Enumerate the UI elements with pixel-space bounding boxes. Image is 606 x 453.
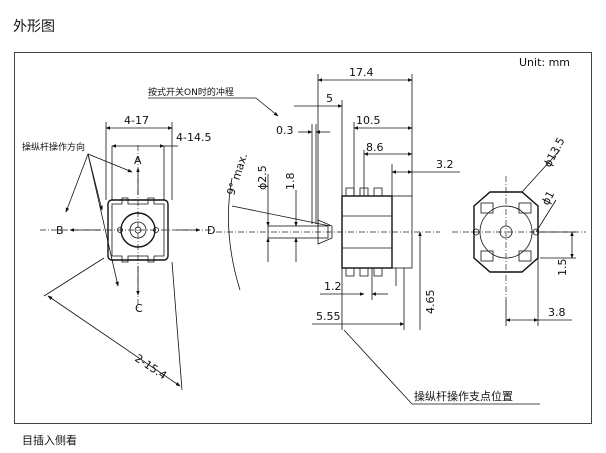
dim-phi-1: ϕ1 [539,189,557,208]
terminal-block [391,195,413,269]
footnote: 目插入侧看 [22,434,77,447]
lever-tip [317,219,333,245]
dim-17-4: 17.4 [349,66,374,79]
dim-5-55: 5.55 [316,310,341,323]
front-pin-right [153,227,159,233]
operating-direction-label: 操纵杆操作方向 [22,141,85,153]
dim-10-5: 10.5 [356,114,381,127]
rear-tab-4 [518,250,532,262]
on-stroke-leader [255,97,279,117]
dim-line-2-15-4 [47,295,181,387]
on-stroke-label: 按式开关ON时的冲程 [148,86,234,98]
rear-hole-right [532,228,540,236]
front-housing [111,197,165,263]
dim-phi-2-5: ϕ2.5 [256,165,269,190]
unit-label: Unit: mm [519,56,570,69]
front-knob [129,221,147,239]
dim-1-2: 1.2 [324,280,342,293]
op-leader-1 [65,153,89,213]
rear-tab-2 [518,202,532,214]
fulcrum-leader [343,329,413,405]
side-bottom-tabs [345,268,383,277]
dim-4-17: 4-17 [124,114,149,127]
direction-b: B [56,224,64,237]
drawing-frame [14,52,592,424]
rear-tab-1 [480,202,494,214]
ext-2-15-4-a [43,257,105,297]
front-body [107,199,169,261]
dim-phi-13-5: ϕ13.5 [541,135,567,169]
dim-5: 5 [326,92,333,105]
direction-c: C [135,302,143,315]
dim-4-65: 4.65 [424,290,437,315]
dim-2-15-4: 2-15.4 [132,352,169,383]
rear-hole-left [472,228,480,236]
dim-9-max: 9° max. [224,152,250,197]
op-leader-4 [87,153,119,287]
rear-ring [479,205,533,259]
dim-4-14-5: 4-14.5 [176,131,211,144]
rear-center [499,225,513,239]
page-title: 外形图 [13,19,55,35]
angle-arc [228,177,241,291]
lever-shaft [267,225,329,239]
ext-2-15-4-b [171,261,183,391]
dim-3-2: 3.2 [436,158,454,171]
front-pin-left [117,227,123,233]
fulcrum-label: 操纵杆操作支点位置 [414,389,513,403]
op-leader-3 [87,153,133,173]
leader-phi-1 [535,199,557,233]
dim-3-8: 3.8 [548,306,566,319]
rear-view: ϕ13.5 ϕ1 1.5 3.8 [452,135,586,326]
dim-8-6: 8.6 [366,141,384,154]
front-knob-center [134,226,142,234]
rear-tab-3 [480,250,494,262]
dim-1-5: 1.5 [556,259,569,277]
direction-d: D [207,224,215,237]
dim-1-8: 1.8 [284,173,297,191]
direction-a: A [134,154,142,167]
leader-phi-13-5 [521,149,561,193]
front-view: A C B D 操纵杆操作方向 4-17 4-14.5 2-15.4 [22,114,215,391]
front-ring [120,212,156,248]
angle-ray [231,205,331,227]
dim-0-3: 0.3 [276,124,294,137]
